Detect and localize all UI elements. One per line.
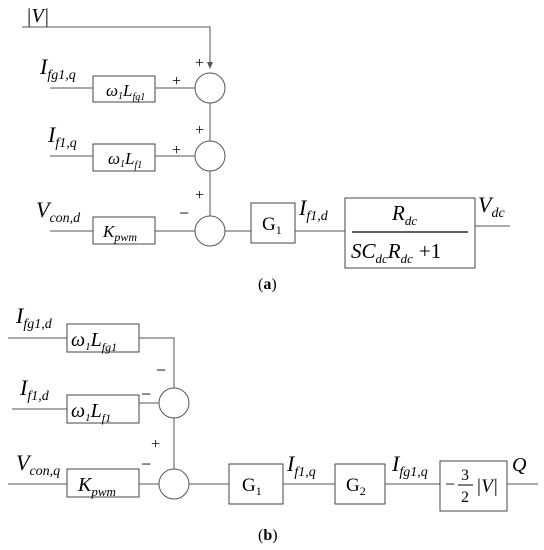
block-g1-a [250,202,296,244]
signal-if1q: If1,q [286,451,316,480]
diagram-b: Ifg1,d ω1Lfg1 If1,d ω1Lf1 Vcon,q Kpwm − … [8,303,538,544]
block-omega-lfg1-a-label: ω1Lfg1 [106,81,145,103]
block-g2-b-label: G2 [346,475,366,498]
input-vconq: Vcon,q [16,450,60,479]
sum-junction-b-2 [158,468,190,500]
sum-junction-2 [194,140,226,172]
block-g1-b [228,463,284,505]
block-kpwm-b-label: Kpwm [77,474,116,499]
sum-junction-b-1 [158,387,190,419]
block-g1-a-label: G1 [262,214,282,237]
sign-b-2: − [141,384,151,404]
sign-a-5: + [195,187,204,204]
diagram-a: |V| Ifg1,q ω1Lfg1 If1,q ω1Lf1 Vcon,d Kpw… [22,5,510,293]
block-omega-lfg1-b-label: ω1Lfg1 [71,329,117,354]
arrow-abs-v [207,62,213,69]
output-vdc: Vdc [478,192,505,221]
sum-junction-3 [194,215,226,247]
input-ifg1q: Ifg1,q [39,54,76,83]
sign-a-6: − [179,203,189,223]
output-q: Q [512,454,527,476]
gain-numerator: 3 [461,467,469,484]
input-ifg1d: Ifg1,d [15,303,53,332]
sign-b-1: − [156,360,166,380]
block-omega-lf1-a-label: ω1Lf1 [108,149,142,171]
signal-if1d: If1,d [298,195,329,224]
caption-a: (a) [258,276,277,293]
input-vcond: Vcon,d [36,197,81,226]
block-g1-b-label: G1 [242,475,262,498]
gain-sign: − [445,474,455,494]
sign-a-2: + [172,73,181,90]
wire-abs-v [22,26,211,68]
block-omega-lf1-a [92,143,156,172]
block-omega-lf1-b-label: ω1Lf1 [71,400,111,425]
sign-a-3: + [195,122,204,139]
sign-b-3: + [151,436,160,453]
sum-junction-1 [194,72,226,104]
sign-a-4: + [172,142,181,159]
sign-a-1: + [195,55,204,72]
tf-numerator: Rdc [391,201,417,228]
block-omega-lf1-b [66,394,140,424]
gain-denominator: 2 [461,489,469,506]
caption-b: (b) [258,527,278,544]
gain-abs-v: |V| [476,476,498,497]
input-if1q: If1,q [47,122,77,151]
block-transfer-function [344,197,476,269]
block-g2-b [334,463,386,505]
input-abs-v: |V| [26,5,49,27]
block-omega-lfg1-a [92,75,156,103]
block-gain-b [439,460,508,512]
block-kpwm-b [66,468,140,498]
tf-denominator: SCdcRdc+1 [351,239,441,266]
sign-b-4: − [141,454,151,474]
input-if1d: If1,d [19,375,50,404]
wire-b-blk1-sum1 [139,337,175,388]
signal-ifg1q: Ifg1,q [391,451,428,480]
block-kpwm-a-label: Kpwm [102,222,137,244]
